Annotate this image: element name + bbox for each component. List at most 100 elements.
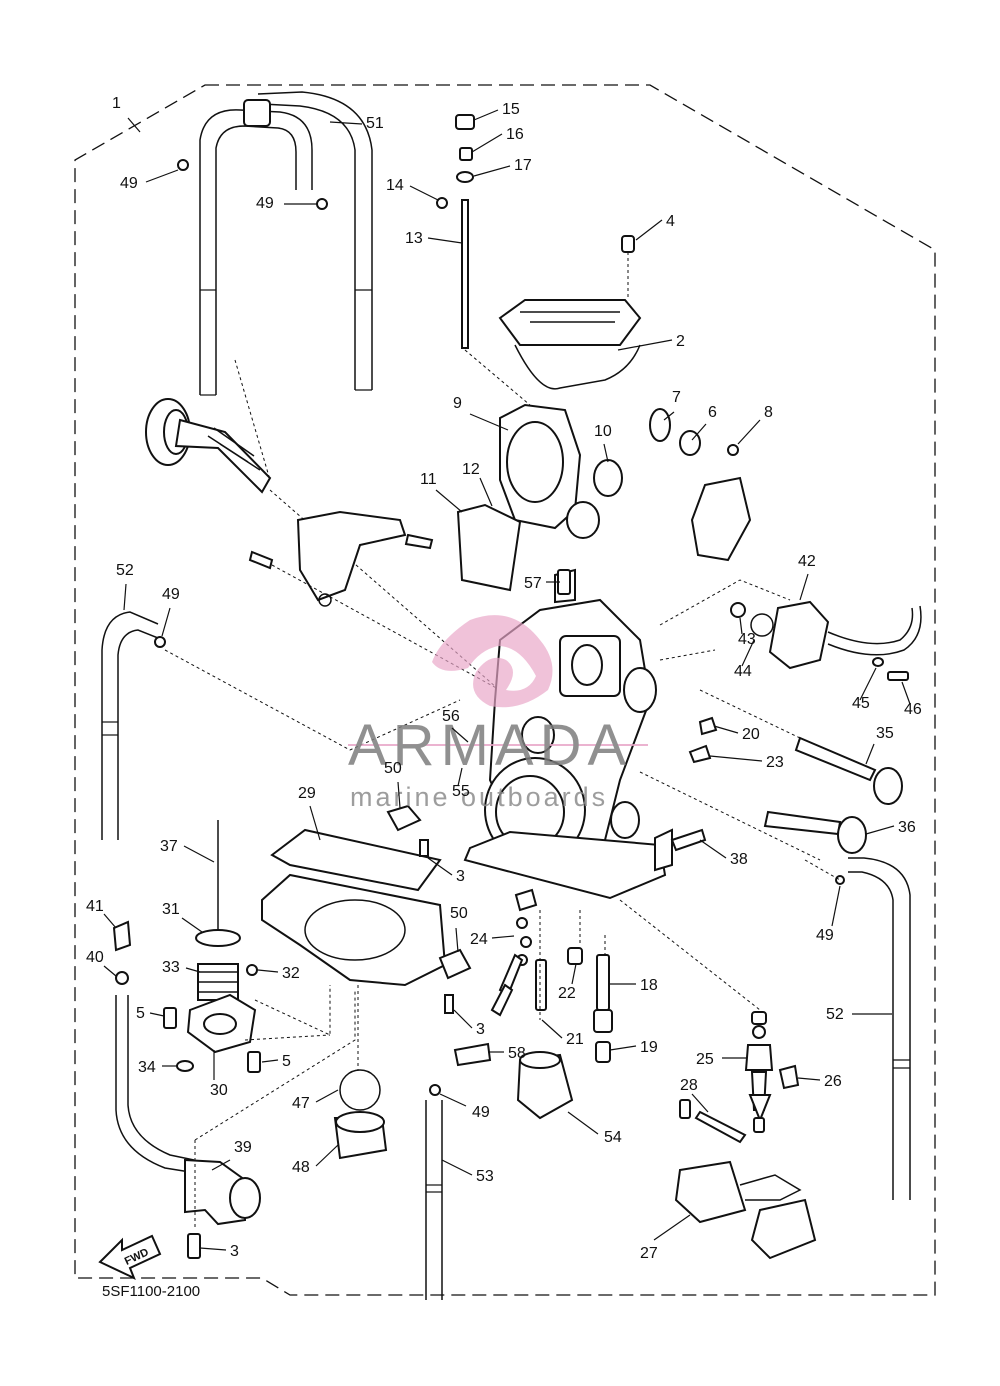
callout-leader-33 [185,967,201,973]
callout-label-38[interactable]: 38 [730,851,748,868]
callout-label-27[interactable]: 27 [640,1245,658,1262]
callout-label-1[interactable]: 1 [112,95,121,112]
callout-label-36[interactable]: 36 [898,819,916,836]
callout-label-50[interactable]: 50 [384,760,402,777]
callout-label-47[interactable]: 47 [292,1095,310,1112]
callout-leader-32 [257,969,279,973]
callout-label-58[interactable]: 58 [508,1045,526,1062]
callout-label-16[interactable]: 16 [506,126,524,143]
callout-label-31[interactable]: 31 [162,901,180,918]
callout-leader-53 [441,1159,473,1176]
callout-label-46[interactable]: 46 [904,701,922,718]
callout-label-40[interactable]: 40 [86,949,104,966]
callout-label-30[interactable]: 30 [210,1082,228,1099]
callout-label-14[interactable]: 14 [386,177,404,194]
callout-label-26[interactable]: 26 [824,1073,842,1090]
callout-label-2[interactable]: 2 [676,333,685,350]
callout-label-20[interactable]: 20 [742,726,760,743]
callout-label-34[interactable]: 34 [138,1059,156,1076]
callout-leader-55 [457,767,463,787]
diagram-code: 5SF1100-2100 [102,1283,200,1300]
callout-label-43[interactable]: 43 [738,631,756,648]
throttle-sensor-assembly [659,579,922,681]
callout-label-17[interactable]: 17 [514,157,532,174]
callout-label-11[interactable]: 11 [420,471,437,488]
callout-leader-40 [103,965,117,977]
callout-label-33[interactable]: 33 [162,959,180,976]
callout-label-3[interactable]: 3 [476,1021,485,1038]
callout-label-12[interactable]: 12 [462,461,480,478]
callout-label-53[interactable]: 53 [476,1168,494,1185]
callout-leader-42 [799,573,809,601]
callout-label-10[interactable]: 10 [594,423,612,440]
callout-label-3[interactable]: 3 [456,868,465,885]
throttle-valve-assembly [456,403,752,592]
callout-label-44[interactable]: 44 [734,663,752,680]
callout-leader-39 [211,1159,231,1171]
callout-leader-38 [699,839,727,859]
callout-label-51[interactable]: 51 [366,115,384,132]
callout-leader-13 [427,237,463,244]
callout-label-54[interactable]: 54 [604,1129,622,1146]
vent-hose-assembly [177,91,373,396]
callout-label-50[interactable]: 50 [450,905,468,922]
callout-leader-35 [865,743,875,765]
callout-label-48[interactable]: 48 [292,1159,310,1176]
callout-leader-7 [663,411,675,421]
callout-label-4[interactable]: 4 [666,213,675,230]
callout-label-49[interactable]: 49 [472,1104,490,1121]
watermark: ARMADA marine outboards [348,615,648,812]
callout-label-49[interactable]: 49 [256,195,274,212]
callout-leader-49 [831,885,841,927]
callout-label-29[interactable]: 29 [298,785,316,802]
callout-leader-50 [455,927,459,953]
callout-label-42[interactable]: 42 [798,553,816,570]
callout-leader-24 [491,935,515,939]
callout-leader-3 [199,1247,227,1251]
callout-label-6[interactable]: 6 [708,404,717,421]
callout-label-49[interactable]: 49 [816,927,834,944]
callout-leader-5 [149,1012,165,1017]
callout-label-21[interactable]: 21 [566,1031,584,1048]
callout-label-5[interactable]: 5 [282,1053,291,1070]
callout-label-5[interactable]: 5 [136,1005,145,1022]
plunger-and-boots [516,899,817,1260]
callout-leader-6 [691,423,707,441]
callout-leader-43 [739,617,743,635]
watermark-logo-icon [432,615,553,708]
callout-label-7[interactable]: 7 [672,389,681,406]
callout-label-41[interactable]: 41 [86,898,104,915]
throttle-shaft-assembly [145,359,521,709]
callout-label-19[interactable]: 19 [640,1039,658,1056]
callout-label-18[interactable]: 18 [640,977,658,994]
callout-label-28[interactable]: 28 [680,1077,698,1094]
callout-leader-29 [309,805,321,841]
callout-label-22[interactable]: 22 [558,985,576,1002]
callout-label-57[interactable]: 57 [524,575,542,592]
callout-label-8[interactable]: 8 [764,404,773,421]
callout-label-13[interactable]: 13 [405,230,423,247]
callout-layer: 1233345567891011121314151617181920212223… [86,95,922,1262]
callout-label-49[interactable]: 49 [162,586,180,603]
callout-label-52[interactable]: 52 [826,1006,844,1023]
callout-label-35[interactable]: 35 [876,725,894,742]
callout-label-55[interactable]: 55 [452,783,470,800]
callout-label-23[interactable]: 23 [766,754,784,771]
callout-label-24[interactable]: 24 [470,931,488,948]
callout-label-3[interactable]: 3 [230,1243,239,1260]
callout-label-45[interactable]: 45 [852,695,870,712]
callout-label-9[interactable]: 9 [453,395,462,412]
callout-label-32[interactable]: 32 [282,965,300,982]
callout-leader-8 [737,419,761,445]
callout-leader-27 [653,1214,691,1241]
callout-label-56[interactable]: 56 [442,708,460,725]
callout-leader-16 [471,133,503,153]
callout-label-52[interactable]: 52 [116,562,134,579]
callout-label-15[interactable]: 15 [502,101,520,118]
callout-label-25[interactable]: 25 [696,1051,714,1068]
callout-label-39[interactable]: 39 [234,1139,252,1156]
callout-label-37[interactable]: 37 [160,838,178,855]
callout-label-49[interactable]: 49 [120,175,138,192]
callout-leader-28 [691,1093,709,1113]
callout-leader-15 [473,109,499,121]
